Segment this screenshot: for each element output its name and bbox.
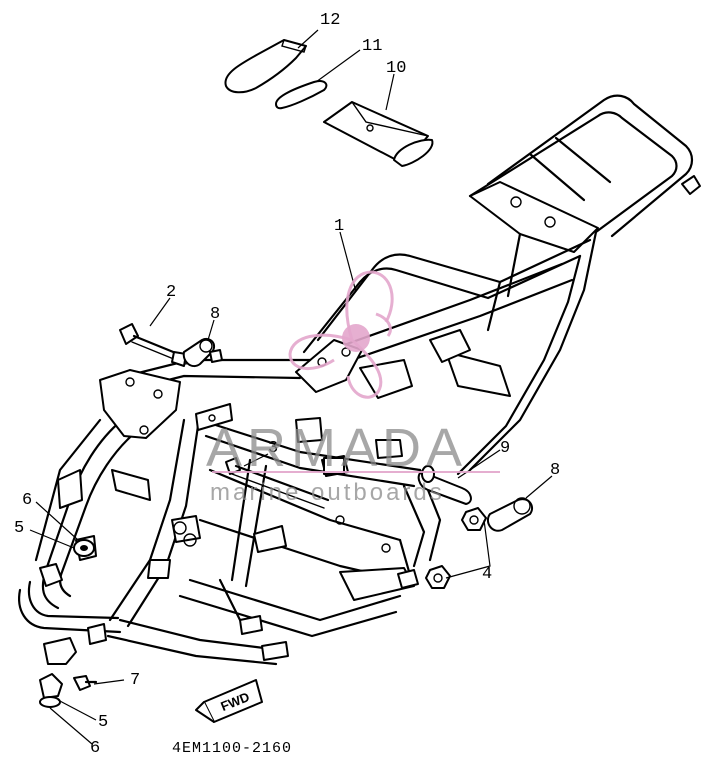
callout-9: 9 [500, 439, 510, 458]
part-10-tool-bag [323, 101, 434, 167]
callout-6-lower: 6 [90, 739, 100, 758]
callout-6-upper: 6 [22, 491, 32, 510]
collar-9 [417, 465, 472, 505]
collar-8-right [486, 497, 534, 532]
callout-5-lower: 5 [98, 713, 108, 732]
callout-11: 11 [362, 37, 382, 56]
nut-4-lower [425, 565, 451, 589]
callout-2: 2 [166, 283, 176, 302]
watermark-brand: ARMADA [206, 418, 467, 478]
part-code: 4EM1100-2160 [172, 740, 292, 757]
callout-4: 4 [482, 565, 492, 584]
callouts: 12 11 10 1 2 8 3 9 8 6 5 4 7 5 6 [14, 11, 560, 758]
watermark-tagline: marine outboards [210, 479, 445, 506]
bolt-2 [119, 323, 190, 367]
nut-4-upper [461, 507, 487, 531]
fwd-arrow: FWD [195, 679, 263, 723]
callout-8-right: 8 [550, 461, 560, 480]
part-12-pad [224, 39, 307, 94]
callout-10: 10 [386, 59, 406, 78]
callout-5-upper: 5 [14, 519, 24, 538]
watermark: ARMADA marine outboards [206, 270, 500, 506]
part-11-strip [275, 80, 328, 110]
callout-8-left: 8 [210, 305, 220, 324]
grommet-5-6-lower [39, 673, 63, 708]
grommet-5-6-upper [73, 539, 95, 557]
callout-12: 12 [320, 11, 340, 30]
callout-1: 1 [334, 217, 344, 236]
screw-7 [73, 675, 98, 691]
collar-8-left [182, 338, 223, 368]
callout-3: 3 [268, 439, 278, 458]
main-frame [18, 94, 701, 666]
callout-7: 7 [130, 671, 140, 690]
leader-lines [29, 29, 553, 745]
watermark-logo [288, 270, 394, 399]
